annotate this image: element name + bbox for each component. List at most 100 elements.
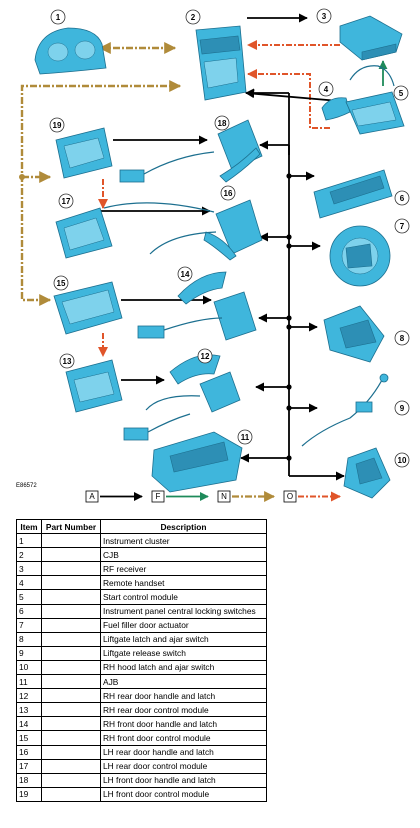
cell-description: LH rear door control module (100, 758, 267, 774)
callout-1: 1 (50, 9, 66, 25)
callout-16: 16 (220, 185, 236, 201)
cell-part-number (41, 575, 101, 591)
legend-item-n: N (217, 490, 276, 503)
cell-item: 10 (16, 659, 42, 676)
cell-part-number (41, 702, 101, 718)
legend-key: F (156, 492, 161, 501)
callout-number: 6 (400, 194, 405, 203)
cell-description: RH rear door control module (100, 702, 267, 718)
legend-item-o: O (283, 490, 341, 503)
ajb-component (151, 431, 243, 493)
cell-item: 12 (16, 688, 42, 704)
cell-item: 3 (16, 561, 42, 577)
legend-item-f: F (151, 490, 209, 503)
cell-part-number (41, 744, 101, 760)
cell-description: LH rear door handle and latch (100, 744, 267, 760)
callout-15: 15 (53, 275, 69, 291)
rh-rear-door-handle-latch-component (123, 354, 241, 441)
rf-receiver-component (339, 15, 403, 61)
legend: A F N O (85, 490, 341, 503)
callout-12: 12 (197, 348, 213, 364)
cell-item: 9 (16, 645, 42, 661)
cell-item: 18 (16, 772, 42, 788)
callout-10: 10 (394, 452, 410, 468)
callout-number: 1 (56, 13, 61, 22)
callout-number: 12 (201, 352, 210, 361)
callout-17: 17 (58, 193, 74, 209)
lh-rear-door-control-module-component (55, 207, 113, 259)
cell-description: Instrument panel central locking switche… (100, 603, 267, 619)
cell-part-number (41, 674, 101, 690)
lh-front-door-handle-latch-component (119, 119, 263, 183)
cell-part-number (41, 631, 101, 647)
cjb-component (195, 25, 247, 101)
cell-description: Liftgate latch and ajar switch (100, 631, 267, 647)
cell-description: AJB (100, 674, 267, 690)
cell-item: 2 (16, 547, 42, 563)
callout-number: 11 (241, 433, 250, 442)
cell-item: 7 (16, 617, 42, 633)
lh-front-door-control-module-component (55, 127, 113, 179)
cell-description: RF receiver (100, 561, 267, 577)
rh-front-door-control-module-component (53, 281, 123, 335)
legend-key: O (287, 492, 293, 501)
legend-item-a: A (85, 490, 143, 503)
cell-description: Remote handset (100, 575, 267, 591)
cell-item: 4 (16, 575, 42, 591)
cell-description: Start control module (100, 589, 267, 605)
table-row: 16 LH rear door handle and latch (16, 744, 267, 760)
figure-code: E86572 (16, 483, 37, 489)
cell-description: LH front door control module (100, 786, 267, 802)
liftgate-release-switch-component (301, 373, 389, 447)
callout-number: 2 (191, 13, 196, 22)
table-row: 10 RH hood latch and ajar switch (16, 659, 267, 676)
callout-14: 14 (177, 266, 193, 282)
cell-part-number (41, 786, 101, 802)
fuel-filler-door-actuator-component (329, 225, 391, 287)
callout-2: 2 (185, 9, 201, 25)
cell-part-number (41, 772, 101, 788)
callout-number: 15 (57, 279, 66, 288)
cell-item: 16 (16, 744, 42, 760)
callout-number: 8 (400, 334, 405, 343)
cell-description: RH front door handle and latch (100, 716, 267, 732)
header-part-number: Part Number (41, 518, 101, 535)
callout-number: 18 (218, 119, 227, 128)
cell-part-number (41, 561, 101, 577)
cell-description: Fuel filler door actuator (100, 617, 267, 633)
cell-item: 1 (16, 533, 42, 549)
lh-rear-door-handle-latch-component (103, 199, 263, 261)
remote-handset-component (321, 97, 351, 121)
header-description: Description (100, 518, 267, 535)
cell-description: RH hood latch and ajar switch (100, 659, 267, 676)
callout-9: 9 (394, 400, 410, 416)
instrument-panel-switches-component (313, 169, 393, 219)
cell-part-number (41, 716, 101, 732)
cell-part-number (41, 688, 101, 704)
connection-lines (19, 13, 388, 481)
table-row: 11 AJB (16, 674, 267, 690)
callout-number: 16 (224, 189, 233, 198)
callout-4: 4 (318, 81, 334, 97)
cell-item: 11 (16, 674, 42, 690)
cell-item: 15 (16, 730, 42, 746)
callout-13: 13 (59, 353, 75, 369)
callout-18: 18 (214, 115, 230, 131)
cell-item: 19 (16, 786, 42, 802)
callout-number: 13 (63, 357, 72, 366)
table-row: 12 RH rear door handle and latch (16, 688, 267, 704)
table-row: 3 RF receiver (16, 561, 267, 577)
table-row: 4 Remote handset (16, 575, 267, 591)
cell-description: Instrument cluster (100, 533, 267, 549)
cell-description: RH rear door handle and latch (100, 688, 267, 704)
callout-number: 19 (53, 121, 62, 130)
